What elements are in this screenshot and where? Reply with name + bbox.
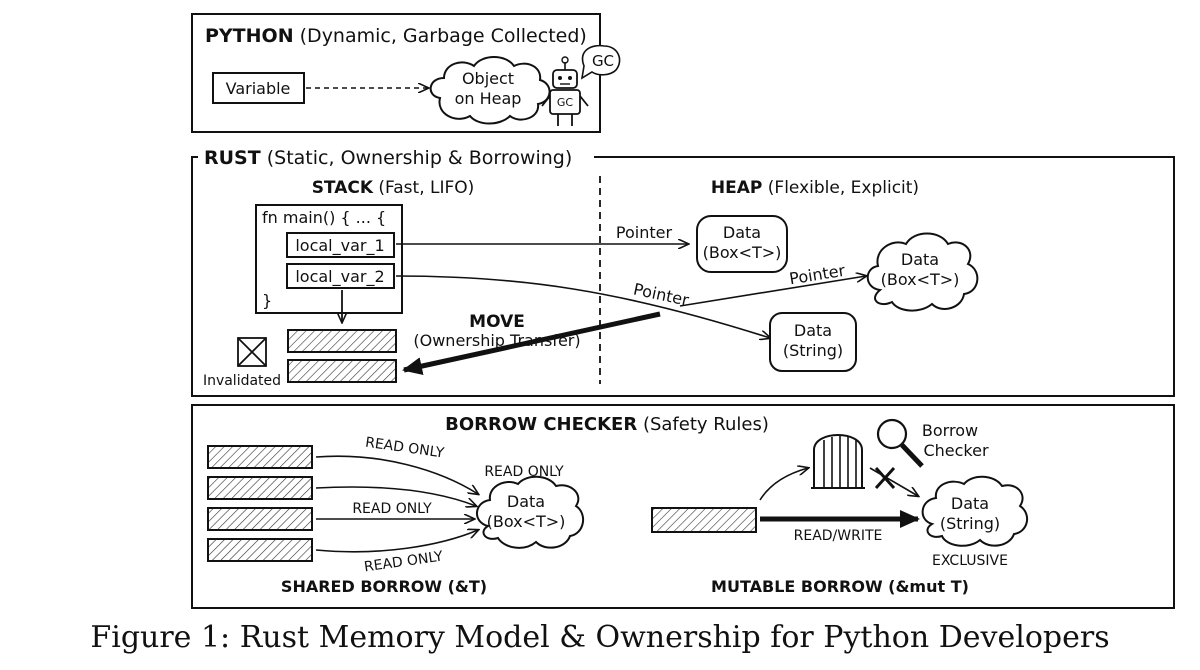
borrow-title: BORROW CHECKER (Safety Rules) <box>445 414 769 435</box>
shared-arrow-1 <box>315 455 478 494</box>
python-object-line2: on Heap <box>455 89 522 108</box>
heap-data-cloud <box>866 232 979 312</box>
heap-data-string-line1: Data <box>794 321 832 340</box>
shared-arrow-2 <box>315 486 476 506</box>
pointer-arrow-3 <box>679 276 866 307</box>
gc-speech-bubble <box>580 44 621 80</box>
stack-frame-box <box>255 204 403 314</box>
stack-slot-2 <box>287 359 397 383</box>
shared-data-cloud <box>476 475 585 549</box>
heap-data-string-line2: (String) <box>783 341 843 360</box>
blocked-arrow <box>869 467 918 496</box>
rust-panel: RUST (Static, Ownership & Borrowing) STA… <box>191 147 1175 397</box>
magnifier-icon <box>876 418 924 468</box>
heap-data-cloud-line2: (Box<T>) <box>881 270 960 289</box>
heap-data-box-1-line1: Data <box>723 223 761 242</box>
read-only-label-2: READ ONLY <box>484 464 564 480</box>
mutable-data-line1: Data <box>951 494 989 513</box>
cross-icon <box>874 466 896 490</box>
heap-data-box-1 <box>696 215 788 273</box>
pointer-arrow-2 <box>395 275 770 338</box>
move-subtitle: (Ownership Transfer) <box>413 331 580 350</box>
python-object-cloud <box>429 56 551 125</box>
shared-ref-1 <box>207 445 313 469</box>
borrow-checker-line2: Checker <box>923 441 988 460</box>
gc-bubble-label: GC <box>592 52 614 70</box>
python-variable-box <box>212 72 305 104</box>
borrow-panel: BORROW CHECKER (Safety Rules) READ ONLY … <box>191 404 1175 609</box>
fn-main-line: fn main() { ... { <box>262 208 386 227</box>
rust-title: RUST (Static, Ownership & Borrowing) <box>204 147 572 169</box>
python-panel: PYTHON (Dynamic, Garbage Collected) Vari… <box>191 13 621 133</box>
shared-data-line1: Data <box>507 492 545 511</box>
gate-icon <box>811 434 865 489</box>
mutable-data-cloud <box>921 475 1029 547</box>
pointer-label-1: Pointer <box>616 223 673 242</box>
shared-ref-3 <box>207 507 313 531</box>
heap-data-box-1-line2: (Box<T>) <box>703 243 782 262</box>
figure-caption: Figure 1: Rust Memory Model & Ownership … <box>90 620 1110 655</box>
stack-heading: STACK (Fast, LIFO) <box>312 178 475 198</box>
local-var-1-box <box>286 232 395 258</box>
read-only-label-1: READ ONLY <box>364 435 445 462</box>
local-var-2-box <box>286 263 395 289</box>
shared-ref-4 <box>207 538 313 562</box>
heap-heading: HEAP (Flexible, Explicit) <box>711 178 919 198</box>
exclusive-label: EXCLUSIVE <box>932 553 1008 569</box>
fn-close-brace: } <box>262 291 272 310</box>
gate-arrow <box>759 468 808 501</box>
move-title: MOVE <box>469 312 525 332</box>
borrow-checker-line1: Borrow <box>922 421 978 440</box>
move-arrow <box>402 311 661 375</box>
mutable-data-line2: (String) <box>940 514 1000 533</box>
shared-ref-2 <box>207 476 313 500</box>
read-only-label-3: READ ONLY <box>352 501 432 517</box>
mutable-ref <box>651 507 757 533</box>
local-var-1-label: local_var_1 <box>295 236 384 256</box>
local-var-2-label: local_var_2 <box>295 267 384 287</box>
read-only-label-4: READ ONLY <box>363 549 444 576</box>
shared-arrow-4 <box>315 530 478 553</box>
heap-data-string <box>769 312 857 372</box>
stack-slot-1 <box>287 329 397 353</box>
mutable-borrow-label: MUTABLE BORROW (&mut T) <box>711 577 969 596</box>
gc-robot-icon: GC <box>541 56 589 126</box>
invalidated-label: Invalidated <box>203 373 281 389</box>
python-title: PYTHON (Dynamic, Garbage Collected) <box>205 25 587 47</box>
gc-robot-label: GC <box>557 96 574 109</box>
read-write-label: READ/WRITE <box>794 528 883 544</box>
invalidated-icon <box>237 337 267 367</box>
shared-data-line2: (Box<T>) <box>487 512 566 531</box>
python-variable-label: Variable <box>226 79 291 98</box>
heap-data-cloud-line1: Data <box>901 250 939 269</box>
shared-borrow-label: SHARED BORROW (&T) <box>281 577 487 596</box>
python-object-line1: Object <box>462 69 514 88</box>
